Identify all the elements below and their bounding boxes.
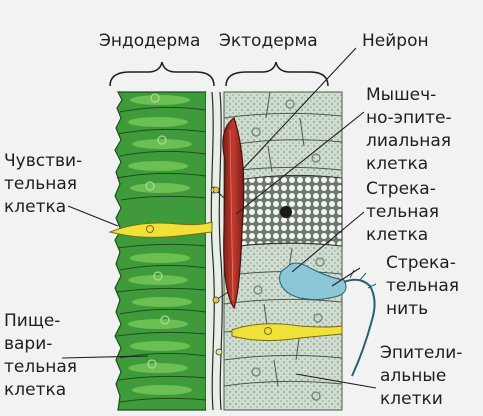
neuron-label: Нейрон	[362, 30, 429, 53]
epithelial-cells-label: Эпители- альные клетки	[380, 342, 462, 411]
endoderm-layer	[115, 92, 206, 410]
cnidocyte-label: Стрека- тельная клетка	[366, 178, 439, 247]
cnidocyte	[238, 175, 342, 246]
ectoderm-label: Эктодерма	[219, 30, 318, 53]
mesoglea	[206, 92, 224, 410]
digestive-cell-label: Пище- вари- тельная клетка	[4, 310, 77, 402]
endoderm-label: Эндодерма	[99, 30, 200, 53]
ectoderm-brace	[226, 62, 328, 86]
cnidocil-label: Стрека- тельная нить	[386, 252, 459, 321]
endoderm-brace	[110, 62, 214, 86]
muscle-epithelial-label: Мышеч- но-эпите- лиальная клетка	[366, 84, 452, 176]
sensory-cell-label: Чувстви- тельная клетка	[4, 150, 82, 219]
layer-braces	[110, 62, 328, 86]
